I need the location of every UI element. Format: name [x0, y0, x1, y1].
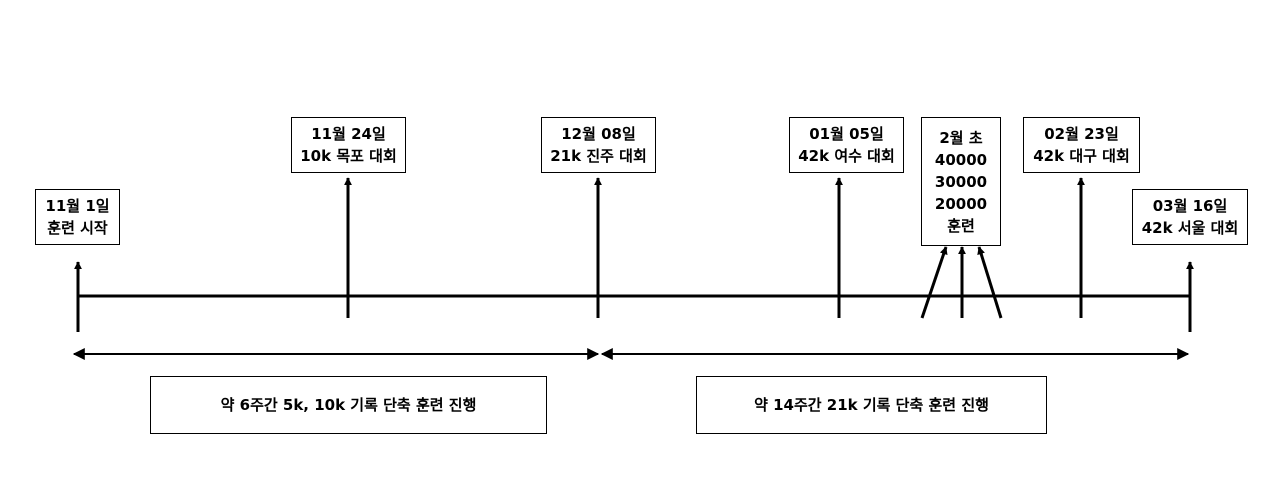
event-box-yeosu: 01월 05일 42k 여수 대회: [789, 117, 904, 173]
event-distance: 20000: [934, 194, 988, 213]
event-desc: 42k 여수 대회: [798, 147, 895, 165]
event-box-start: 11월 1일 훈련 시작: [35, 189, 120, 245]
event-arrow-training-right: [977, 246, 1003, 319]
event-box-mokpo: 11월 24일 10k 목포 대회: [291, 117, 406, 173]
event-desc: 42k 대구 대회: [1033, 147, 1130, 165]
event-date: 03월 16일: [1152, 197, 1228, 215]
event-date: 11월 24일: [311, 125, 386, 143]
event-date: 01월 05일: [809, 125, 884, 143]
event-desc: 42k 서울 대회: [1141, 219, 1239, 237]
event-date: 02월 23일: [1044, 125, 1119, 143]
event-distance: 40000: [934, 150, 988, 169]
period-box-1: 약 6주간 5k, 10k 기록 단축 훈련 진행: [150, 376, 547, 434]
event-box-jinju: 12월 08일 21k 진주 대회: [541, 117, 656, 173]
event-box-daegu: 02월 23일 42k 대구 대회: [1023, 117, 1140, 173]
event-box-seoul: 03월 16일 42k 서울 대회: [1132, 189, 1248, 245]
event-distance: 30000: [934, 172, 988, 191]
period-box-2: 약 14주간 21k 기록 단축 훈련 진행: [696, 376, 1047, 434]
event-arrow-training-left: [920, 246, 948, 319]
period-label: 약 6주간 5k, 10k 기록 단축 훈련 진행: [220, 396, 477, 414]
event-date: 12월 08일: [561, 125, 636, 143]
event-box-training: 2월 초 40000 30000 20000 훈련: [921, 117, 1001, 246]
event-desc: 10k 목포 대회: [300, 147, 397, 165]
event-date: 2월 초: [939, 128, 983, 147]
event-desc: 훈련 시작: [47, 219, 108, 237]
event-date: 11월 1일: [45, 197, 110, 215]
period-label: 약 14주간 21k 기록 단축 훈련 진행: [754, 396, 989, 414]
event-desc: 21k 진주 대회: [550, 147, 647, 165]
event-desc: 훈련: [947, 216, 975, 235]
